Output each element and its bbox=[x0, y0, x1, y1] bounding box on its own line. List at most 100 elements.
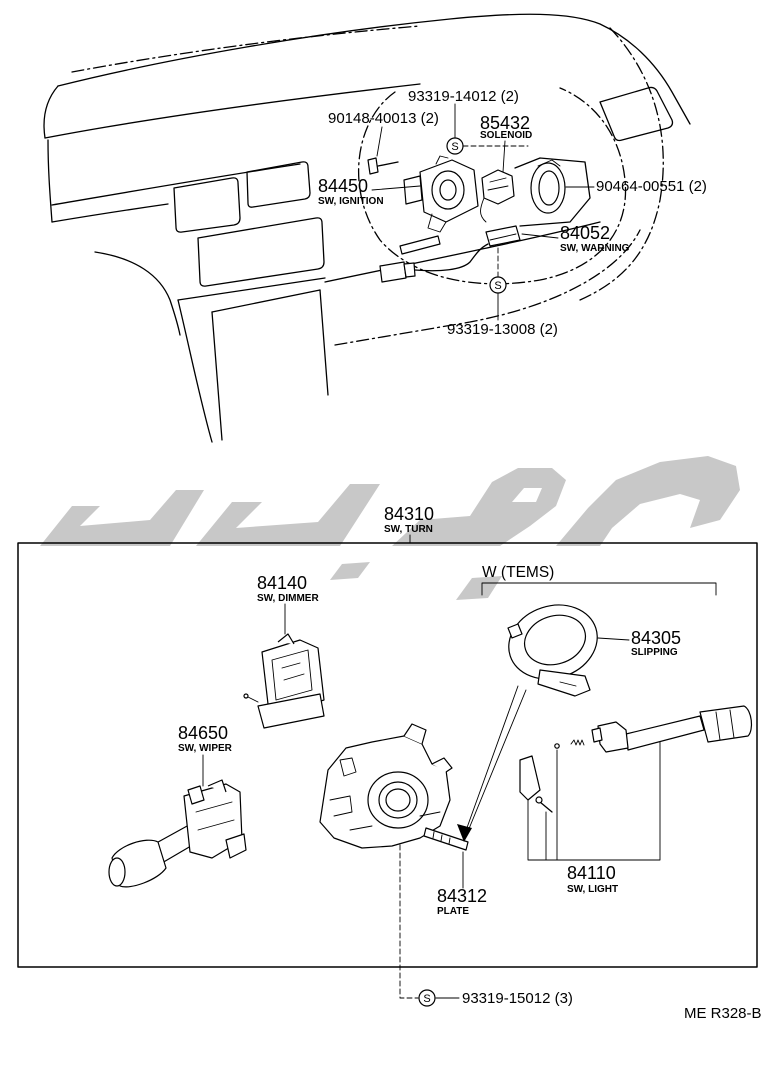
label-dimmer-number: 84140 bbox=[257, 573, 307, 593]
dash-hidden-right bbox=[579, 27, 664, 301]
dash-side-curve bbox=[94, 251, 181, 336]
turn-switch-detail bbox=[339, 757, 357, 777]
label-bolt-93319-14012: 93319-14012 (2) bbox=[408, 88, 519, 105]
label-turn-switch-name: SW, TURN bbox=[384, 524, 433, 535]
ignition-keyhole bbox=[439, 179, 457, 201]
solenoid-wire bbox=[480, 197, 487, 223]
label-part-90464-00551: 90464-00551 (2) bbox=[596, 178, 707, 195]
leader-line bbox=[371, 185, 421, 191]
leader-line bbox=[521, 233, 559, 239]
dimmer-switch-part bbox=[243, 633, 325, 729]
wiper-detail bbox=[195, 801, 235, 831]
wiper-knob bbox=[111, 839, 167, 888]
turn-switch-detail bbox=[329, 795, 353, 817]
wiper-base bbox=[225, 833, 247, 859]
watermark-stroke bbox=[40, 490, 204, 546]
turn-switch-bore-inner bbox=[385, 788, 411, 812]
standard-part-marker: S bbox=[489, 276, 507, 294]
screw-shank bbox=[539, 801, 553, 813]
light-switch-lever-part bbox=[591, 705, 753, 753]
dash-left-end bbox=[43, 85, 59, 139]
turn-switch-top-tab bbox=[403, 723, 427, 745]
ignition-switch-part bbox=[399, 155, 479, 255]
screw-90148-part bbox=[367, 157, 399, 175]
label-solenoid-number: 85432 bbox=[480, 113, 530, 133]
dash-top-edge bbox=[57, 13, 691, 125]
connector-plug bbox=[403, 262, 416, 278]
standard-part-marker: S bbox=[418, 989, 436, 1007]
marker-circle bbox=[489, 276, 507, 294]
warning-switch-part bbox=[379, 225, 521, 283]
turn-switch-side-tab bbox=[431, 757, 453, 773]
dash-side-curve bbox=[47, 139, 53, 223]
label-plate-name: PLATE bbox=[437, 906, 469, 917]
label-tems-variant: W (TEMS) bbox=[482, 564, 554, 581]
dash-face-line bbox=[51, 163, 301, 206]
console-right bbox=[319, 289, 329, 396]
label-ignition-number: 84450 bbox=[318, 176, 368, 196]
dash-hidden-lower bbox=[334, 229, 641, 346]
leader-line bbox=[399, 844, 419, 999]
wiper-knob-end bbox=[108, 857, 126, 887]
console-outer-left bbox=[177, 299, 213, 443]
solenoid-body bbox=[481, 169, 515, 205]
ignition-detail bbox=[427, 213, 447, 233]
watermark-stroke bbox=[556, 456, 740, 546]
ignition-detail bbox=[435, 155, 449, 165]
vent-left bbox=[173, 177, 241, 233]
watermark-logo bbox=[40, 456, 740, 600]
leader-line bbox=[502, 140, 506, 173]
turn-switch-detail bbox=[349, 811, 441, 831]
marker-letter: S bbox=[494, 280, 501, 292]
light-switch-knob-detail bbox=[715, 709, 735, 741]
light-switch-screw-part bbox=[535, 796, 553, 813]
light-switch-spring-part bbox=[570, 739, 585, 746]
label-warning-number: 84052 bbox=[560, 223, 610, 243]
light-switch-stalk bbox=[625, 715, 705, 751]
wiper-top-tab bbox=[207, 779, 227, 793]
wiper-connector bbox=[187, 785, 205, 805]
label-plate-number: 84312 bbox=[437, 886, 487, 906]
slipping-detail bbox=[559, 681, 577, 687]
screw-head bbox=[535, 796, 543, 804]
watermark-stroke bbox=[196, 484, 380, 546]
watermark-stroke bbox=[392, 468, 566, 546]
label-bolt-93319-13008: 93319-13008 (2) bbox=[447, 321, 558, 338]
dashboard-outline bbox=[43, 13, 691, 443]
light-switch-body bbox=[597, 721, 629, 753]
connector bbox=[379, 261, 407, 283]
console-top bbox=[211, 289, 321, 313]
figure-code: ME R328-B bbox=[684, 1005, 762, 1022]
light-switch-bracket-part bbox=[519, 755, 541, 801]
label-warning-name: SW, WARNING bbox=[560, 243, 630, 254]
label-wiper-name: SW, WIPER bbox=[178, 743, 233, 754]
ring-inner bbox=[538, 170, 560, 206]
dash-hidden-edge bbox=[71, 25, 421, 73]
ignition-bracket bbox=[403, 175, 423, 205]
label-slipping-number: 84305 bbox=[631, 628, 681, 648]
light-switch-knob bbox=[699, 705, 753, 743]
dash-front-edge bbox=[44, 83, 421, 139]
warning-switch-body bbox=[485, 225, 521, 247]
leader-line bbox=[527, 741, 661, 861]
marker-circle bbox=[418, 989, 436, 1007]
label-light-number: 84110 bbox=[567, 863, 616, 883]
plate-part bbox=[423, 827, 469, 851]
solenoid-detail bbox=[487, 177, 509, 191]
label-bolt-93319-15012: 93319-15012 (3) bbox=[462, 990, 573, 1007]
key-cylinder-ring-part bbox=[530, 159, 566, 214]
ring-tab bbox=[537, 159, 561, 167]
vent-right bbox=[599, 86, 674, 142]
dimmer-base bbox=[257, 693, 325, 729]
marker-letter: S bbox=[423, 993, 430, 1005]
warning-switch-wire bbox=[414, 243, 489, 272]
standard-part-marker: S bbox=[446, 137, 464, 155]
turn-switch-assembly-frame bbox=[17, 542, 758, 968]
watermark-dot bbox=[330, 562, 370, 580]
slipping-inner bbox=[523, 614, 587, 666]
tems-bracket bbox=[481, 582, 717, 596]
label-light-name: SW, LIGHT bbox=[567, 884, 618, 895]
vent-center bbox=[246, 161, 311, 208]
marker-circle bbox=[446, 137, 464, 155]
